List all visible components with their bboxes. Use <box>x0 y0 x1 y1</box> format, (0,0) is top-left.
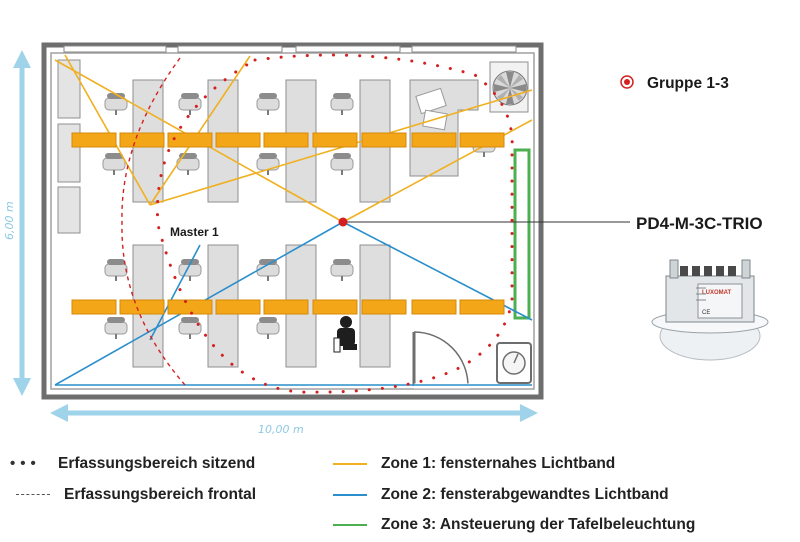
height-dimension <box>13 50 31 396</box>
height-dimension-label: 6,00 m <box>3 201 16 240</box>
dashed-line-icon <box>16 494 50 496</box>
legend-frontal: Erfassungsbereich frontal <box>16 486 256 504</box>
legend-frontal-label: Erfassungsbereich frontal <box>64 486 257 503</box>
device-label: PD4-M-3C-TRIO <box>636 214 763 233</box>
legend-seated-label: Erfassungsbereich sitzend <box>58 455 256 472</box>
zone2-line-icon <box>333 493 367 496</box>
legend-zone2: Zone 2: fensterabgewandtes Lichtband <box>333 486 669 504</box>
sensor-device-icon: LUXOMAT CE <box>651 259 769 361</box>
door-icon <box>412 331 470 389</box>
legend-zone1-label: Zone 1: fensternahes Lichtband <box>381 455 616 472</box>
detection-range-seated <box>155 53 514 394</box>
sensor-brand-text: LUXOMAT <box>702 290 732 296</box>
windows <box>63 45 517 53</box>
zone1-line-icon <box>333 462 367 465</box>
light-band-top <box>71 132 505 148</box>
sensor-ce-text: CE <box>702 310 710 316</box>
legend-zone1: Zone 1: fensternahes Lichtband <box>333 455 615 473</box>
blackboard <box>513 148 531 320</box>
room-inner-wall <box>50 52 535 390</box>
legend-zone3-label: Zone 3: Ansteuerung der Tafelbeleuchtung <box>381 516 696 533</box>
legend-seated: ••• Erfassungsbereich sitzend <box>10 455 255 473</box>
master-label: Master 1 <box>170 225 219 239</box>
sink-icon <box>496 342 532 384</box>
group-marker-dot <box>624 79 630 85</box>
legend-zone2-label: Zone 2: fensterabgewandtes Lichtband <box>381 486 669 503</box>
fan-icon <box>489 61 529 113</box>
width-dimension-label: 10,00 m <box>258 423 304 436</box>
legend-zone3: Zone 3: Ansteuerung der Tafelbeleuchtung <box>333 516 695 534</box>
papers <box>415 87 448 131</box>
light-band-bottom <box>71 299 505 315</box>
width-dimension <box>50 404 538 422</box>
group-label: Gruppe 1-3 <box>647 75 729 92</box>
person-icon <box>333 316 357 353</box>
zone3-line-icon <box>333 523 367 526</box>
dotted-line-icon: ••• <box>10 455 41 473</box>
detection-range-frontal <box>121 57 186 386</box>
master-sensor-dot <box>338 217 348 227</box>
